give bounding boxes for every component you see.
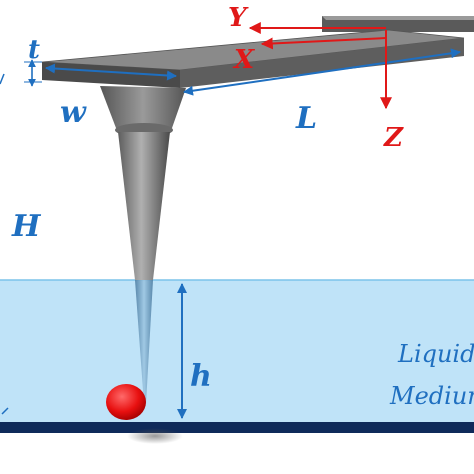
particle: [106, 384, 146, 420]
tip-cone-wet: [135, 280, 153, 404]
t-side-tick: [0, 73, 5, 85]
w-dimension-arrow: [45, 63, 177, 81]
label-H: H: [11, 209, 42, 244]
axis-x-arrow: [260, 37, 387, 50]
label-axis-y: Y: [228, 3, 249, 33]
substrate-edge-tick: [1, 407, 9, 415]
tip-cone-dry: [118, 132, 170, 280]
label-t: t: [28, 35, 40, 65]
label-h: h: [190, 359, 212, 394]
substrate: [0, 422, 474, 433]
tip-base: [100, 86, 186, 128]
label-medium-line2: Medium: [389, 382, 474, 410]
support-block-top: [322, 16, 474, 20]
label-axis-z: Z: [383, 123, 404, 153]
label-medium-line1: Liquid: [397, 340, 474, 368]
tip-shadow: [127, 428, 183, 444]
label-w: w: [60, 95, 87, 130]
label-axis-x: X: [232, 45, 256, 75]
liquid-medium: [0, 280, 474, 424]
L-dimension-arrow: [183, 48, 461, 96]
label-L: L: [295, 101, 317, 136]
